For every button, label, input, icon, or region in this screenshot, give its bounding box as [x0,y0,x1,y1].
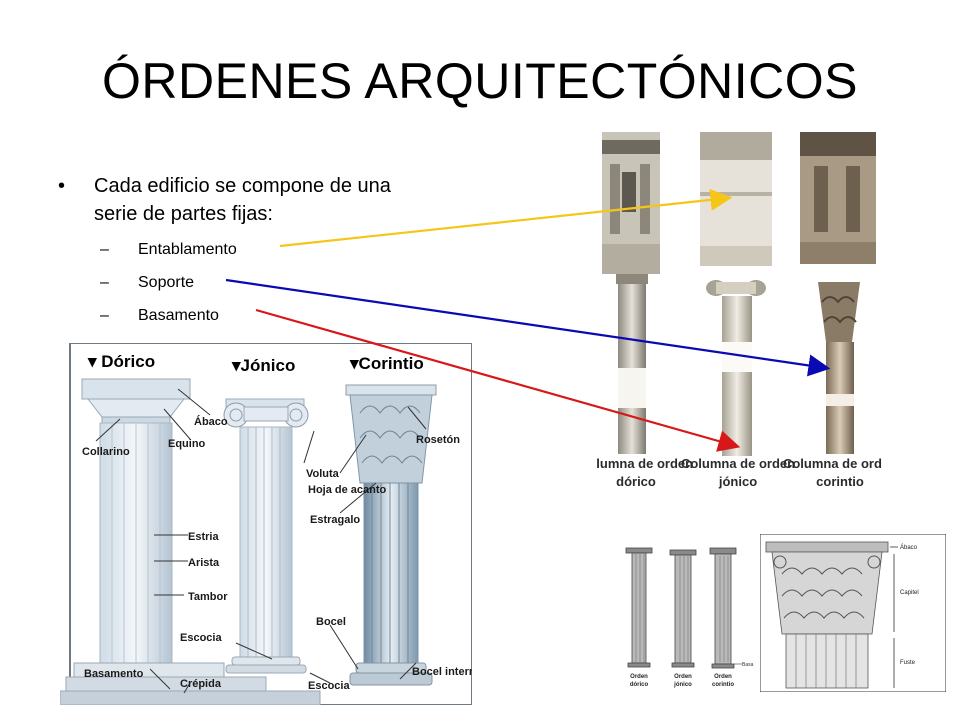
label-estragalo: Estragalo [310,514,360,526]
caption-ionic-1: Columna de orden [681,456,795,471]
small-caption-ionic-1: Orden [674,674,692,680]
caption-corinthian-2: corintio [816,474,864,489]
label-hoja: Hoja de acanto [308,484,387,496]
orders-labeled-diagram: ▾ Dórico ▾Jónico ▾Corintio [60,343,472,705]
small-caption-corinthian-2: corintio [712,682,734,688]
corinthian-photo [800,132,876,454]
label-voluta: Voluta [306,468,340,480]
orders-columns-svg: Columna de orden dórico Columna de orden… [596,132,882,489]
capital-detail-svg: Ábaco Capitel Fuste [760,534,946,692]
bullet-list: • Cada edificio se compone de una serie … [58,172,438,327]
bullet-dot: • [58,175,66,197]
small-caption-doric-1: Orden [630,674,648,680]
small-caption-ionic-2: jónico [673,682,692,688]
slide-title: ÓRDENES ARQUITECTÓNICOS [101,53,859,109]
header-ionic: ▾Jónico [231,356,295,375]
subitem-text: Entablamento [138,241,237,258]
detail-label-fuste: Fuste [900,660,916,666]
label-bocel: Bocel [316,616,346,628]
orders-labeled-svg: ▾ Dórico ▾Jónico ▾Corintio [60,343,472,705]
small-caption-doric-2: dórico [630,682,649,688]
header-doric: ▾ Dórico [87,352,155,371]
subitem-basamento: –Basamento [100,307,219,324]
ionic-photo [700,132,772,456]
subitem-text: Soporte [138,274,195,291]
label-tambor: Tambor [188,591,228,603]
small-caption-corinthian-1: Orden [714,674,732,680]
orders-small-diagram: Basa Orden dórico Orden jónico Orden cor… [620,542,760,690]
subitem-text: Basamento [138,307,219,324]
label-collarino: Collarino [82,446,130,458]
orders-small-svg: Basa Orden dórico Orden jónico Orden cor… [620,542,760,690]
main-bullet-text: Cada edificio se compone de una serie de… [94,175,391,225]
doric-photo [602,132,660,454]
label-basa: Basa [742,662,754,668]
caption-doric-2: dórico [616,474,656,489]
label-escocia-bottom: Escocia [308,680,350,692]
label-bocel-intermedio: Bocel intermedio [412,666,472,678]
label-escocia-left: Escocia [180,632,222,644]
capital-detail-diagram: Ábaco Capitel Fuste [760,534,946,692]
doric-column [60,378,321,705]
main-bullet: • Cada edificio se compone de una serie … [58,172,438,228]
label-estria: Estria [188,531,219,543]
label-roseton: Rosetón [416,434,460,446]
caption-ionic-2: jónico [718,474,757,489]
label-equino: Equino [168,438,206,450]
detail-label-capitel: Capitel [900,590,919,596]
caption-corinthian-1: Columna de orden [783,456,882,471]
label-arista: Arista [188,557,220,569]
label-basamento: Basamento [84,668,144,680]
subitem-soporte: –Soporte [100,274,195,291]
header-corinthian: ▾Corintio [349,354,424,373]
label-abaco: Ábaco [194,415,228,428]
label-crepida: Crépida [180,678,222,690]
orders-columns-photo: Columna de orden dórico Columna de orden… [596,132,882,510]
detail-label-abaco: Ábaco [900,544,918,551]
caption-doric-1: Columna de orden [596,456,693,471]
subitem-entablamento: –Entablamento [100,241,237,258]
